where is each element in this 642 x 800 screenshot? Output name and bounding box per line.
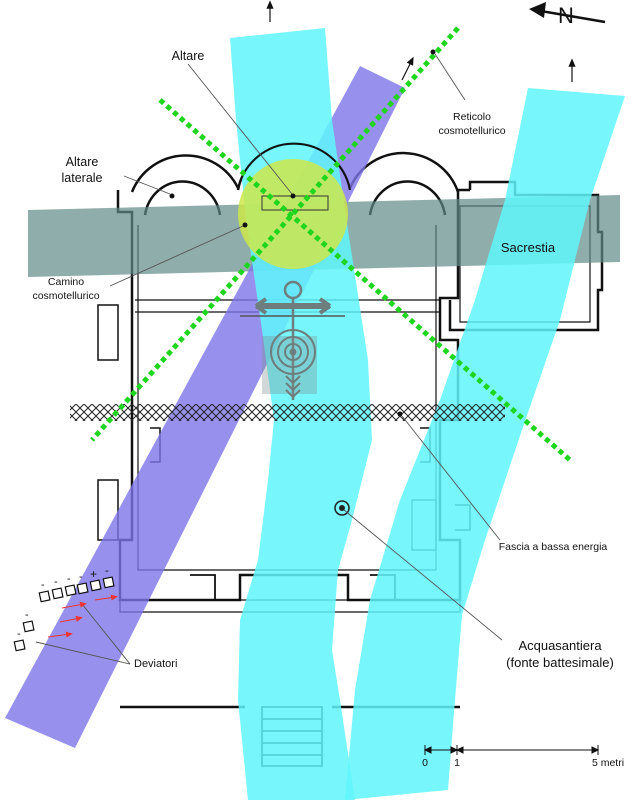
label-acquasantiera-2: (fonte battesimale) — [506, 655, 614, 670]
label-altare: Altare — [172, 49, 205, 63]
apse-center-overlay — [237, 142, 351, 191]
north-letter: N — [558, 3, 574, 28]
camino-point — [242, 222, 248, 228]
energy-symbol — [240, 280, 345, 400]
label-acquasantiera-1: Acquasantiera — [518, 638, 602, 653]
label-altare-laterale-2: laterale — [62, 171, 103, 185]
leader-lines — [35, 53, 503, 665]
deviator-sign: - — [25, 609, 29, 621]
side-altar-point — [169, 193, 175, 199]
label-camino-1: Camino — [48, 276, 84, 288]
acquasantiera-symbol — [334, 500, 350, 516]
deviator-sign: - — [41, 579, 45, 591]
grid-line-2 — [90, 26, 460, 442]
scale-bar — [423, 745, 600, 755]
label-sacrestia: Sacrestia — [501, 240, 556, 255]
apse-left-outer — [130, 154, 240, 193]
fascia-point — [397, 411, 403, 417]
north-arrow — [529, 2, 606, 24]
arrow-violet — [401, 56, 414, 81]
cyan-band-right — [345, 88, 625, 800]
reticolo-point — [430, 49, 436, 55]
acquasantiera-point — [339, 505, 345, 511]
deviator-sign: - — [105, 565, 109, 577]
label-fascia: Fascia a bassa energia — [499, 541, 608, 553]
deviator-flow-arrows — [47, 594, 118, 638]
low-energy-band — [70, 404, 505, 421]
label-reticolo-2: cosmotellurico — [438, 125, 505, 137]
deviators — [13, 576, 115, 652]
deviator-sign: + — [90, 567, 97, 581]
scale-tick-5: 5 metri — [592, 757, 624, 769]
deviator-sign: - — [54, 576, 58, 588]
scale-tick-1: 1 — [454, 757, 460, 769]
deviator-sign: - — [79, 571, 83, 583]
label-deviatori: Deviatori — [134, 658, 177, 670]
scale-tick-0: 0 — [422, 757, 428, 769]
altar-point — [290, 193, 296, 199]
grid-line-1 — [158, 98, 572, 462]
apse-left — [143, 180, 222, 216]
label-reticolo-1: Reticolo — [453, 111, 491, 123]
label-camino-2: cosmotellurico — [32, 290, 99, 302]
deviator-sign: - — [17, 628, 21, 640]
deviator-signs: - - - - + - - - — [17, 565, 109, 640]
side-chapel-left — [97, 304, 119, 361]
deviator-sign: - — [67, 573, 71, 585]
label-altare-laterale-1: Altare — [66, 155, 99, 169]
